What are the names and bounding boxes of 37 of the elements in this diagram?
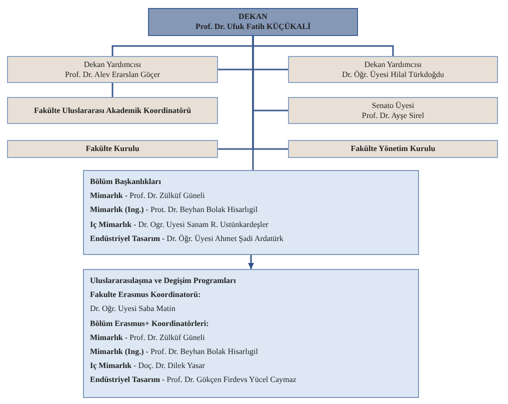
text-line: Fakülte Yönetim Kurulu — [350, 144, 436, 154]
heading-text: Uluslararasılaşma ve Degişim Programları — [90, 275, 237, 287]
text-line: Fakülte Uluslararası Akademik Koordinatörü — [34, 106, 192, 116]
connector-line — [252, 36, 254, 170]
connector-line — [218, 68, 288, 70]
connector-line — [112, 83, 114, 97]
text-line: Dr. Öğr. Üyesi Hilal Türkdoğdu — [342, 70, 444, 80]
text-line: Endüstriyel Tasarım - Prof. Dr. Gökçen Firdevs Yücel Caymaz — [90, 374, 298, 386]
heading-text: DEKAN — [238, 12, 268, 22]
text-line: Dekan Yardımcısı — [364, 60, 422, 70]
text-line: Dr. Oğr. Uyesi Saba Matin — [90, 303, 176, 316]
text-line: Mimarlık - Prof. Dr. Zülküf Güneli — [90, 190, 206, 202]
text-line: Iç Mimarlık - Dr. Ogr. Uyesi Sanam R. Ustünkardeşler — [90, 218, 270, 231]
org-box — [288, 56, 498, 83]
text-line: Endüstriyel Tasarım - Dr. Öğr. Üyesi Ahmet Şadi Ardatürk — [90, 232, 284, 245]
text-line: Mimarlık (Ing.) - Prot. Dr. Beyhan Bolak Hisarlıgil — [90, 204, 259, 216]
text-line: Fakülte Kurulu — [86, 144, 140, 154]
text-line: Iç Mimarlık - Doç. Dr. Dilek Yasar — [90, 360, 206, 372]
text-line: Fakulte Erasmus Koordinatorü: — [90, 289, 202, 302]
org-box — [148, 8, 358, 36]
text-line: Prof. Dr. Ufuk Fatih KÜÇÜKALİ — [195, 22, 311, 32]
heading-text: Bölüm Başkanlıkları — [90, 176, 162, 188]
text-line: Prof. Dr. Ayşe Sirel — [362, 110, 424, 120]
text-line: Bölüm Erasmus+ Koordinatörleri: — [90, 318, 210, 330]
org-box — [7, 140, 218, 158]
org-box — [7, 97, 218, 124]
text-line: Senato Üyesi — [372, 100, 414, 110]
text-line: Dekan Yardımcısı — [84, 60, 142, 70]
text-line: Prof. Dr. Alev Erarslan Göçer — [64, 70, 160, 80]
text-line: Mimarlık (Ing.) - Prof. Dr. Beyhan Bolak Hisarlıgil — [90, 346, 259, 358]
org-box — [7, 56, 218, 83]
org-box — [83, 269, 419, 398]
org-box — [288, 97, 498, 124]
arrow — [248, 255, 254, 269]
text-line: Mimarlık - Prof. Dr. Zülküf Güneli — [90, 332, 206, 344]
org-box — [288, 140, 498, 158]
org-box — [83, 170, 419, 255]
